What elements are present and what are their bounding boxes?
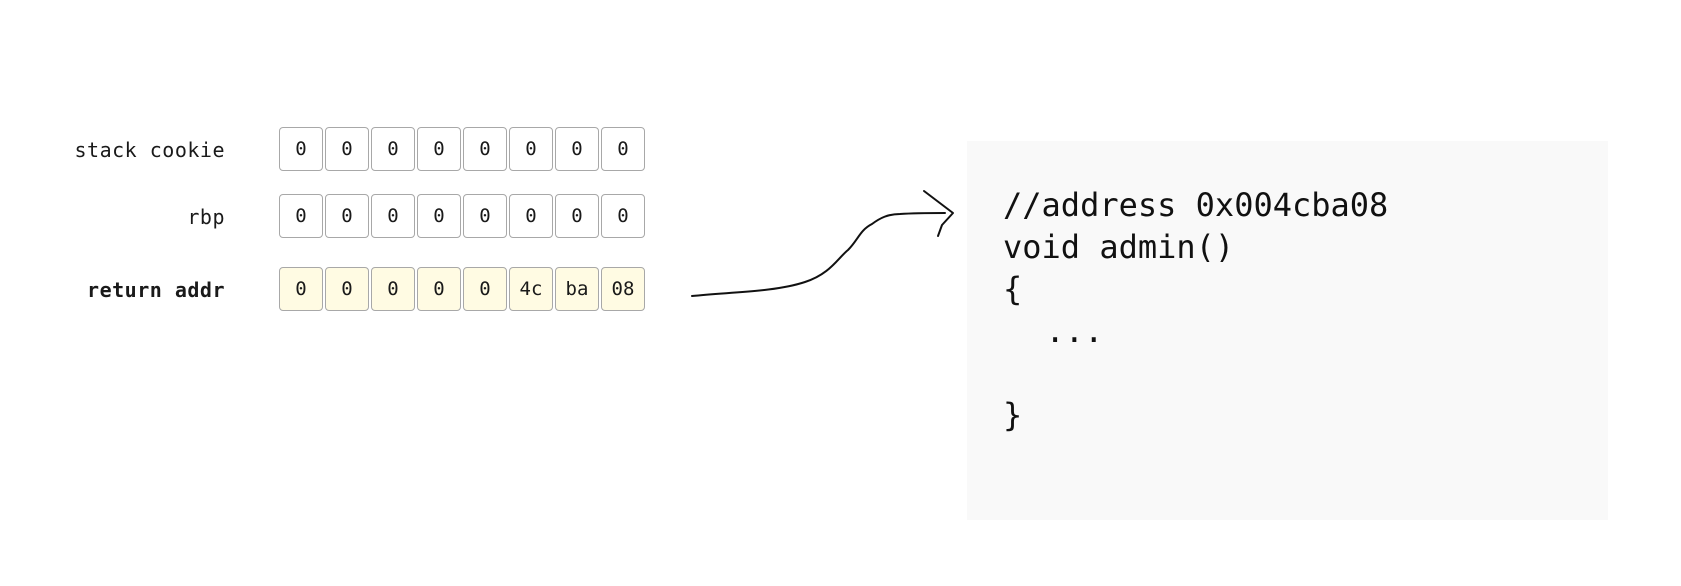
stack-cookie-bytes: 0 0 0 0 0 0 0 0 [279,127,647,171]
byte-cell: 0 [463,194,507,238]
code-line: void admin() [1003,228,1235,266]
code-line: } [1003,396,1023,434]
byte-cell-highlighted: 0 [325,267,369,311]
byte-cell: 0 [555,194,599,238]
code-panel: //address 0x004cba08 void admin() { ... … [967,141,1608,520]
byte-cell: 0 [279,127,323,171]
byte-cell: 0 [325,127,369,171]
byte-cell: 0 [371,194,415,238]
stack-cookie-label: stack cookie [74,138,225,162]
byte-cell-highlighted: 0 [463,267,507,311]
code-line: ... [1007,312,1104,350]
return-addr-label: return addr [87,278,225,302]
byte-cell: 0 [371,127,415,171]
byte-cell-highlighted: 4c [509,267,553,311]
byte-cell: 0 [417,194,461,238]
code-line [1003,352,1608,394]
code-line: //address 0x004cba08 [1003,186,1389,224]
rbp-label: rbp [187,205,225,229]
byte-cell: 0 [555,127,599,171]
byte-cell: 0 [279,194,323,238]
byte-cell: 0 [601,127,645,171]
byte-cell: 0 [463,127,507,171]
byte-cell: 0 [417,127,461,171]
byte-cell-highlighted: 0 [371,267,415,311]
code-line: { [1003,270,1023,308]
return-addr-bytes: 0 0 0 0 0 4c ba 08 [279,267,647,311]
byte-cell-highlighted: 0 [279,267,323,311]
arrow-shaft [691,212,946,297]
byte-cell: 0 [601,194,645,238]
byte-cell: 0 [509,194,553,238]
arrow-head [923,190,954,237]
byte-cell-highlighted: 08 [601,267,645,311]
rbp-bytes: 0 0 0 0 0 0 0 0 [279,194,647,238]
byte-cell: 0 [509,127,553,171]
byte-cell-highlighted: ba [555,267,599,311]
byte-cell: 0 [325,194,369,238]
byte-cell-highlighted: 0 [417,267,461,311]
